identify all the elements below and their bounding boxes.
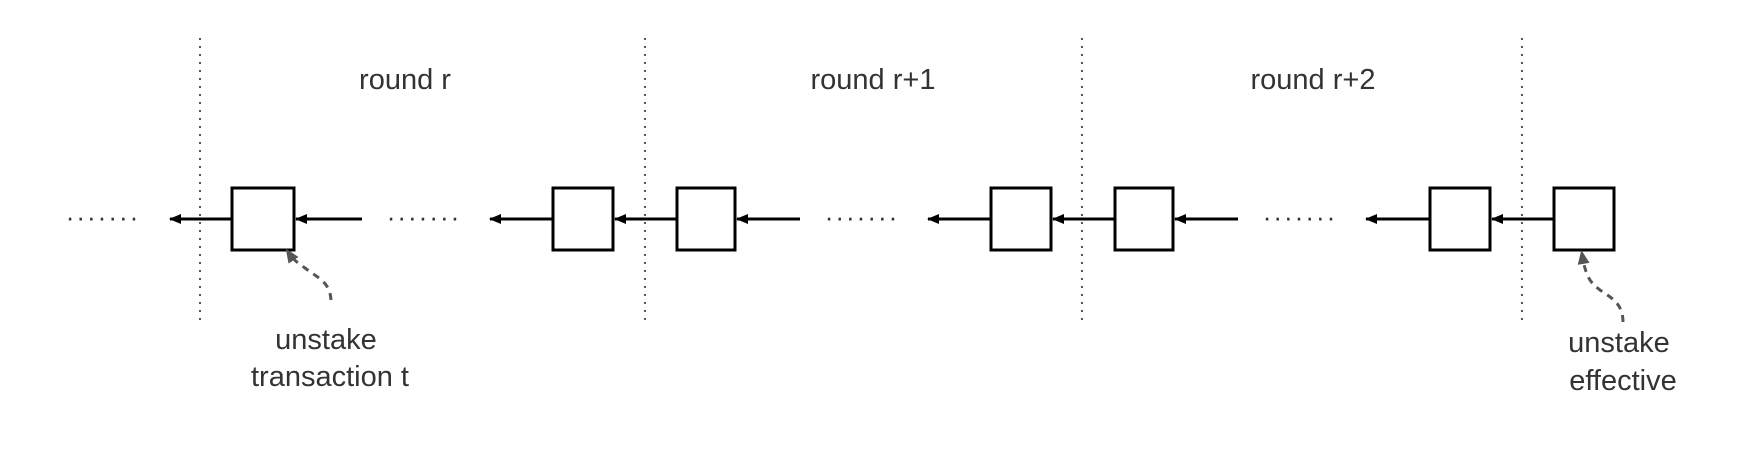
block-1 [230,186,296,252]
round-label-r-plus-2: round r+2 [1251,64,1376,96]
block-5 [1113,186,1175,252]
chain-ellipsis-2: ······· [387,202,462,232]
block-2 [551,186,615,252]
chain-ellipsis-1: ······· [66,202,141,232]
chain-ellipsis-3: ······· [825,202,900,232]
unstake-transaction-arrow [285,248,333,301]
unstake-transaction-label: unstake transaction t [251,324,409,393]
block-7 [1552,186,1616,252]
round-label-r-plus-1: round r+1 [811,64,936,96]
unstake-effective-label: unstake effective [1568,327,1678,397]
unstake-effective-arrow [1577,250,1625,323]
round-label-r: round r [359,64,451,96]
block-3 [675,186,737,252]
chain-ellipsis-4: ······· [1263,202,1338,232]
block-4 [989,186,1053,252]
block-6 [1428,186,1492,252]
